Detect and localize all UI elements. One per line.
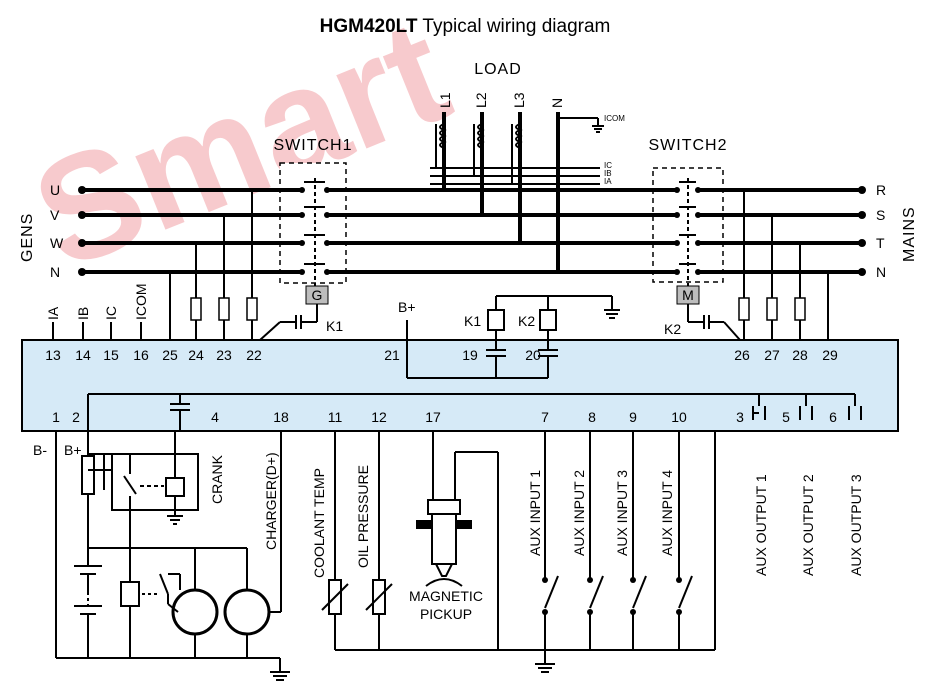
crank-label: CRANK — [209, 454, 225, 504]
k2-link — [687, 304, 741, 341]
ci-ib: IB — [75, 307, 91, 320]
aux-input-4: AUX INPUT 4 — [659, 470, 675, 556]
diagram-title: HGM420LT Typical wiring diagram — [320, 16, 611, 37]
svg-text:6: 6 — [829, 409, 837, 425]
svg-text:15: 15 — [103, 347, 119, 363]
aux-output-2: AUX OUTPUT 2 — [800, 474, 816, 576]
terminals-top: 13 14 15 16 25 24 23 22 21 19 20 26 27 2… — [45, 347, 838, 363]
k1-link — [259, 304, 318, 341]
aux-input-1: AUX INPUT 1 — [527, 470, 543, 556]
svg-text:23: 23 — [216, 347, 232, 363]
svg-text:10: 10 — [671, 409, 687, 425]
aux-output-3: AUX OUTPUT 3 — [848, 474, 864, 576]
svg-text:16: 16 — [133, 347, 149, 363]
mains-voltage-sense — [738, 190, 829, 340]
svg-text:20: 20 — [525, 347, 541, 363]
svg-text:22: 22 — [246, 347, 262, 363]
ci-ic: IC — [103, 306, 119, 320]
bplus-label: B+ — [64, 442, 82, 458]
k1-coil-label: K1 — [464, 313, 481, 329]
bplus-top: B+ — [398, 299, 416, 315]
svg-text:21: 21 — [384, 347, 400, 363]
svg-text:19: 19 — [462, 347, 478, 363]
svg-text:25: 25 — [162, 347, 178, 363]
k1-label-left: K1 — [326, 318, 343, 334]
gen-voltage-sense — [169, 190, 258, 340]
aux-input-3: AUX INPUT 3 — [614, 470, 630, 556]
aux-output-1: AUX OUTPUT 1 — [753, 474, 769, 576]
svg-text:1: 1 — [52, 409, 60, 425]
gens-phase-v: V — [50, 207, 60, 223]
switch2-mains-box: M — [682, 287, 694, 303]
load-label: LOAD — [474, 61, 522, 78]
svg-text:27: 27 — [764, 347, 780, 363]
watermark: Smart — [12, 0, 469, 301]
load-phase-l3: L3 — [511, 92, 527, 108]
aux-input-2: AUX INPUT 2 — [571, 470, 587, 556]
svg-text:26: 26 — [734, 347, 750, 363]
load-phase-n: N — [549, 98, 565, 108]
ct-label-ic: IC — [604, 161, 612, 170]
load-phase-l1: L1 — [437, 92, 453, 108]
coolant-label: COOLANT TEMP — [311, 468, 327, 578]
svg-text:5: 5 — [782, 409, 790, 425]
mains-label: MAINS — [901, 206, 918, 262]
svg-text:17: 17 — [425, 409, 441, 425]
svg-text:11: 11 — [328, 409, 343, 425]
bminus-label: B- — [33, 442, 47, 458]
svg-text:14: 14 — [75, 347, 91, 363]
aux-input-switches — [542, 431, 716, 650]
svg-text:13: 13 — [45, 347, 61, 363]
gens-label: GENS — [19, 213, 36, 262]
charger-label: CHARGER(D+) — [263, 452, 279, 550]
svg-text:3: 3 — [736, 409, 744, 425]
switch1-gen-box: G — [312, 287, 323, 303]
svg-text:Smart: Smart — [12, 0, 469, 301]
mains-phase-n: N — [876, 264, 886, 280]
gens-phase-n: N — [50, 264, 60, 280]
gens-phase-w: W — [50, 235, 64, 251]
k2-coil-label: K2 — [518, 313, 535, 329]
sensors — [321, 431, 715, 673]
svg-text:24: 24 — [188, 347, 204, 363]
svg-text:4: 4 — [211, 409, 219, 425]
switch2-label: SWITCH2 — [649, 137, 728, 154]
terminals-bottom: 1 2 4 18 11 12 17 7 8 9 10 3 5 6 — [52, 409, 837, 425]
load-phase-l2: L2 — [473, 92, 489, 108]
ct-label-ib: IB — [604, 169, 612, 178]
oil-label: OIL PRESSURE — [355, 465, 371, 568]
ct-coils — [435, 123, 523, 184]
switch1-label: SWITCH1 — [274, 137, 353, 154]
svg-text:7: 7 — [541, 409, 549, 425]
k2-label-right: K2 — [664, 321, 681, 337]
mains-phase-r: R — [876, 182, 886, 198]
svg-text:2: 2 — [72, 409, 80, 425]
icom-label: ICOM — [604, 114, 625, 123]
mains-phase-t: T — [876, 235, 885, 251]
battery-circuit — [55, 431, 290, 681]
ci-icom: ICOM — [133, 283, 149, 320]
pickup-label-1: MAGNETIC — [409, 588, 483, 604]
switch1: G — [279, 162, 347, 305]
svg-text:29: 29 — [822, 347, 838, 363]
svg-text:8: 8 — [588, 409, 596, 425]
gens-phase-u: U — [50, 182, 60, 198]
svg-text:28: 28 — [792, 347, 808, 363]
svg-text:9: 9 — [629, 409, 637, 425]
pickup-label-2: PICKUP — [420, 606, 472, 622]
ct-label-ia: IA — [604, 177, 612, 186]
ci-ia: IA — [45, 306, 61, 320]
mains-phase-s: S — [876, 207, 885, 223]
svg-text:12: 12 — [371, 409, 387, 425]
svg-text:18: 18 — [273, 409, 289, 425]
